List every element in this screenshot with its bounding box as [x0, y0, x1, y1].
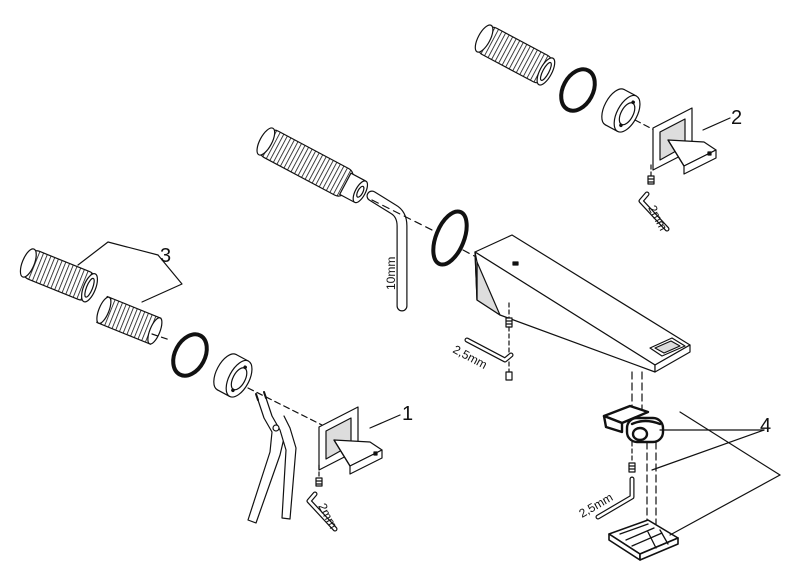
spout-grub-screw	[505, 317, 513, 328]
spout-hex-key	[464, 337, 514, 363]
group-3-flange	[213, 353, 253, 398]
group-3-o-ring	[171, 332, 209, 378]
circlip-pliers-icon	[247, 391, 297, 524]
group-2-handle	[652, 107, 717, 175]
callout-4: 4	[760, 415, 771, 437]
callout-2: 2	[731, 107, 742, 129]
group-3-fluted-sleeve	[96, 295, 163, 345]
aerator-cartridge	[602, 404, 665, 444]
callout-3: 3	[160, 245, 171, 267]
callout-1-leader	[369, 414, 401, 429]
group-2-flange	[601, 88, 641, 133]
callout-3-leader-bottom	[141, 254, 183, 303]
hex-10mm-label: 10mm	[384, 257, 398, 290]
callout-4-leader-d	[669, 474, 781, 536]
group-1-hex-key	[306, 491, 338, 532]
spout-o-ring	[431, 209, 469, 267]
spout-bottom-screw	[505, 371, 513, 381]
aerator-hex-key	[595, 476, 635, 520]
group-3-corrugated-sleeve	[19, 248, 99, 303]
hex-2mm-left-label: 2mm	[315, 501, 340, 531]
aerator-grub-screw	[628, 462, 636, 473]
spout-extension-sleeve	[256, 127, 369, 204]
group-1-handle	[318, 406, 383, 475]
aerator-cover-plate	[608, 519, 679, 561]
group-1-grub-screw	[315, 477, 323, 487]
group-2-o-ring	[559, 67, 597, 113]
callout-1: 1	[402, 403, 413, 425]
group-2-grub-screw	[647, 175, 655, 185]
callout-4-leader-c	[679, 411, 781, 476]
hex-key-10mm	[366, 190, 408, 312]
group-2-sleeve	[474, 24, 556, 86]
spout-body	[474, 234, 691, 373]
group-2-hex-key	[638, 191, 670, 232]
callout-2-leader	[702, 117, 731, 131]
callout-3-leader-top	[77, 241, 159, 266]
callout-4-leader-b	[651, 429, 765, 471]
